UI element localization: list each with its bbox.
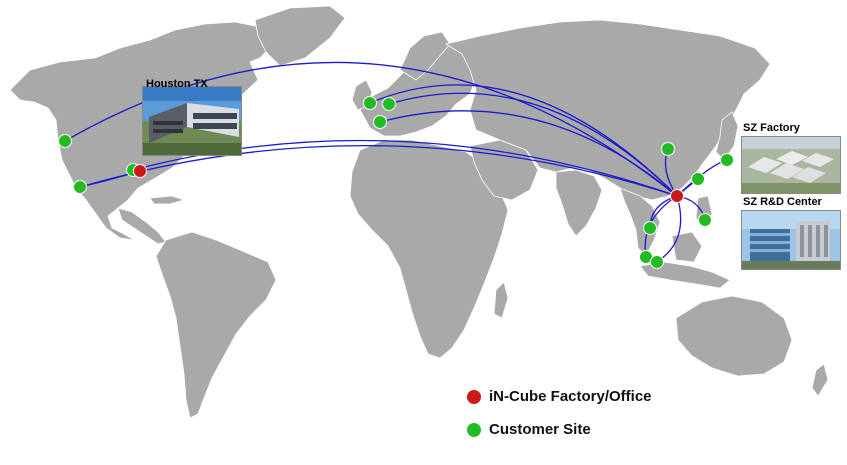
customer-site-marker (661, 142, 675, 156)
africa-land (349, 139, 509, 359)
customer-site-marker (73, 180, 87, 194)
route-line (656, 195, 682, 263)
customer-site-marker (698, 213, 712, 227)
route-line (79, 144, 678, 197)
route-line (388, 92, 678, 197)
madagascar-land (493, 281, 509, 319)
sz-rd-photo (741, 210, 841, 270)
sz-factory-label: SZ Factory (743, 122, 800, 134)
factory-dot-icon (467, 389, 481, 404)
legend-customer-text: Customer Site (489, 421, 591, 438)
customer-site-marker (691, 172, 705, 186)
india-land (555, 169, 603, 237)
customer-site-marker (720, 153, 734, 167)
customer-site-marker (650, 255, 664, 269)
customer-site-marker (363, 96, 377, 110)
new-zealand-land (811, 363, 829, 397)
sz-rd-label: SZ R&D Center (743, 196, 822, 208)
australia-land (675, 295, 793, 377)
customer-site-marker (373, 115, 387, 129)
houston-label: Houston TX (146, 78, 208, 90)
route-line (379, 110, 678, 197)
customer-dot-icon (467, 422, 481, 437)
land-masses (9, 5, 829, 419)
legend-factory: iN-Cube Factory/Office (467, 388, 652, 405)
legend-factory-text: iN-Cube Factory/Office (489, 388, 652, 405)
caribbean-land (149, 195, 186, 205)
customer-site-marker (58, 134, 72, 148)
sz-rd-image (742, 211, 840, 269)
houston-building-image (143, 87, 241, 155)
site-markers (58, 96, 734, 269)
sz-factory-photo (741, 136, 841, 194)
indonesia-land (639, 261, 731, 289)
factory-marker (133, 164, 147, 178)
greenland-land (254, 5, 346, 67)
houston-photo (142, 86, 242, 156)
customer-site-marker (382, 97, 396, 111)
japan-land (715, 111, 739, 161)
borneo-land (671, 231, 703, 263)
central-america-land (117, 207, 167, 245)
factory-marker (670, 189, 684, 203)
legend-customer: Customer Site (467, 421, 591, 438)
asia-land (444, 19, 771, 201)
customer-site-marker (643, 221, 657, 235)
south-america-land (155, 231, 277, 419)
sz-factory-image (742, 137, 840, 193)
